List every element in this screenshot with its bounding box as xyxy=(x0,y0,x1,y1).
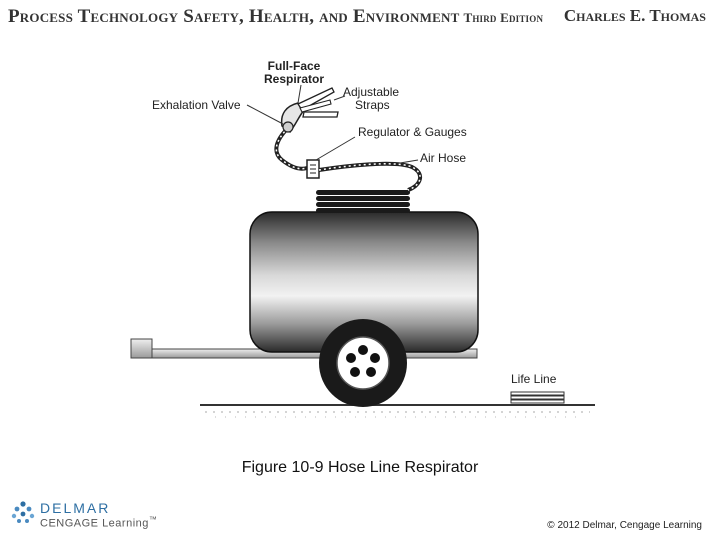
regulator-gauges xyxy=(306,159,320,179)
trailer-wheel xyxy=(319,319,407,407)
figure-caption: Figure 10-9 Hose Line Respirator xyxy=(241,459,479,476)
ground xyxy=(200,404,595,418)
book-edition: Third Edition xyxy=(463,10,544,25)
label-adjustable-straps: Adjustable Straps xyxy=(343,86,399,112)
label-full-face-respirator: Full-Face Respirator xyxy=(264,60,324,86)
label-full-face-respirator-line1: Full-Face xyxy=(267,59,321,73)
label-air-hose: Air Hose xyxy=(420,151,467,165)
logo-trademark: ™ xyxy=(148,515,158,524)
hose-line-respirator-diagram xyxy=(130,84,595,418)
book-title-text: Process Technology Safety, Health, and E… xyxy=(8,6,460,27)
full-face-respirator xyxy=(280,87,339,134)
air-hose xyxy=(274,126,423,192)
logo-delmar-text: DELMAR xyxy=(40,500,111,516)
logo-cengage-text: CENGAGE Learning™ xyxy=(40,515,157,530)
label-full-face-respirator-line2: Respirator xyxy=(264,72,325,86)
delmar-leaf-icon xyxy=(11,501,35,523)
label-leaders xyxy=(246,84,419,164)
label-life-line: Life Line xyxy=(511,372,557,386)
life-line-coil xyxy=(510,391,565,404)
book-title: Process Technology Safety, Health, and E… xyxy=(8,6,543,28)
book-author: Charles E. Thomas xyxy=(563,6,706,25)
logo-cengage-label: CENGAGE Learning xyxy=(40,517,149,530)
label-exhalation-valve: Exhalation Valve xyxy=(152,98,241,112)
label-adjustable-straps-line2: Straps xyxy=(355,98,390,112)
label-adjustable-straps-line1: Adjustable xyxy=(343,85,400,99)
copyright-notice: © 2012 Delmar, Cengage Learning xyxy=(547,520,702,531)
hose-coil xyxy=(316,190,410,213)
label-regulator-gauges: Regulator & Gauges xyxy=(358,125,467,139)
